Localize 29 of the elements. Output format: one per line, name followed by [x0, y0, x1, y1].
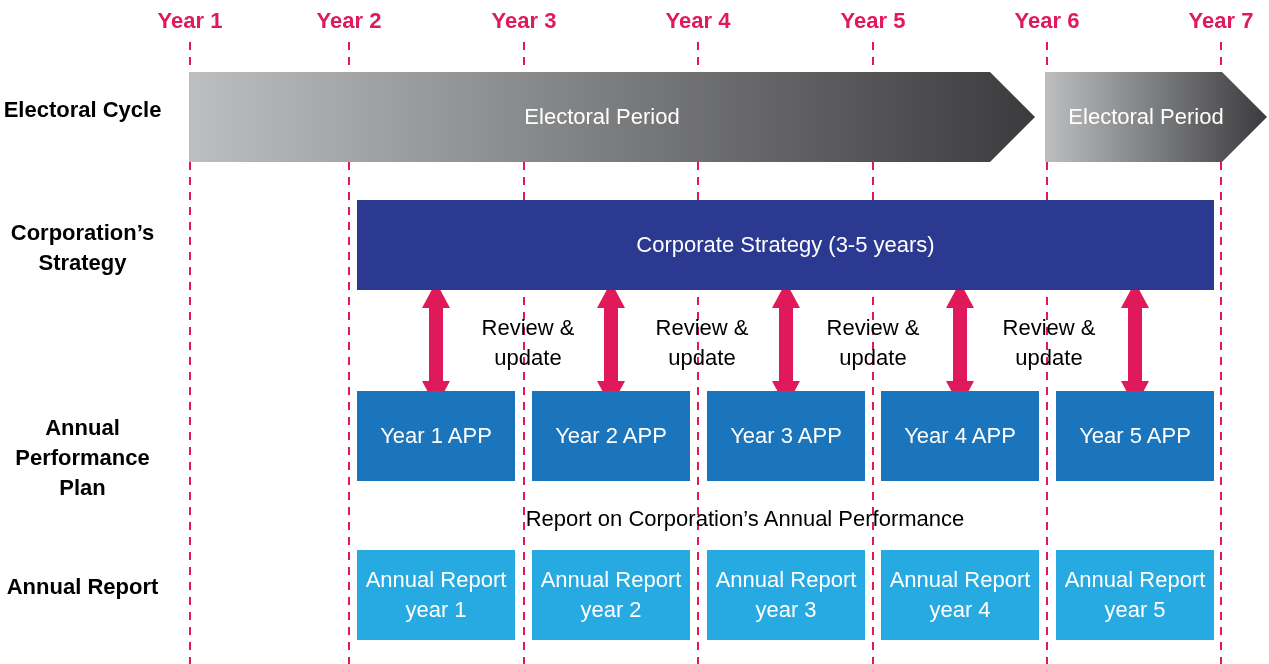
review-note: Review & update — [480, 314, 576, 372]
year-label: Year 5 — [839, 7, 907, 35]
period-label: Electoral Period — [1068, 103, 1225, 131]
year-label: Year 4 — [664, 7, 732, 35]
plan-box: Year 1 APP — [357, 391, 515, 481]
strategy-bar: Corporate Strategy (3-5 years) — [357, 200, 1214, 290]
report-box: Annual Report year 4 — [881, 550, 1039, 640]
plan-box: Year 3 APP — [707, 391, 865, 481]
period-label: Electoral Period — [524, 103, 681, 131]
row-heading: Annual Report — [5, 573, 160, 601]
year-label: Year 1 — [156, 7, 224, 35]
plan-box: Year 5 APP — [1056, 391, 1214, 481]
plan-box: Year 4 APP — [881, 391, 1039, 481]
plan-box: Year 2 APP — [532, 391, 690, 481]
row-heading: Corporation’s Strategy — [9, 219, 156, 277]
review-note: Review & update — [1001, 314, 1097, 372]
year-label: Year 2 — [315, 7, 383, 35]
report-note: Report on Corporation’s Annual Performance — [524, 505, 966, 533]
report-box: Annual Report year 3 — [707, 550, 865, 640]
year-label: Year 6 — [1013, 7, 1081, 35]
year-label: Year 3 — [490, 7, 558, 35]
report-box: Annual Report year 2 — [532, 550, 690, 640]
row-heading: Annual Performance Plan — [14, 414, 151, 502]
review-note: Review & update — [825, 314, 921, 372]
report-box: Annual Report year 5 — [1056, 550, 1214, 640]
row-heading: Electoral Cycle — [2, 96, 163, 124]
report-box: Annual Report year 1 — [357, 550, 515, 640]
review-note: Review & update — [654, 314, 750, 372]
year-label: Year 7 — [1187, 7, 1255, 35]
